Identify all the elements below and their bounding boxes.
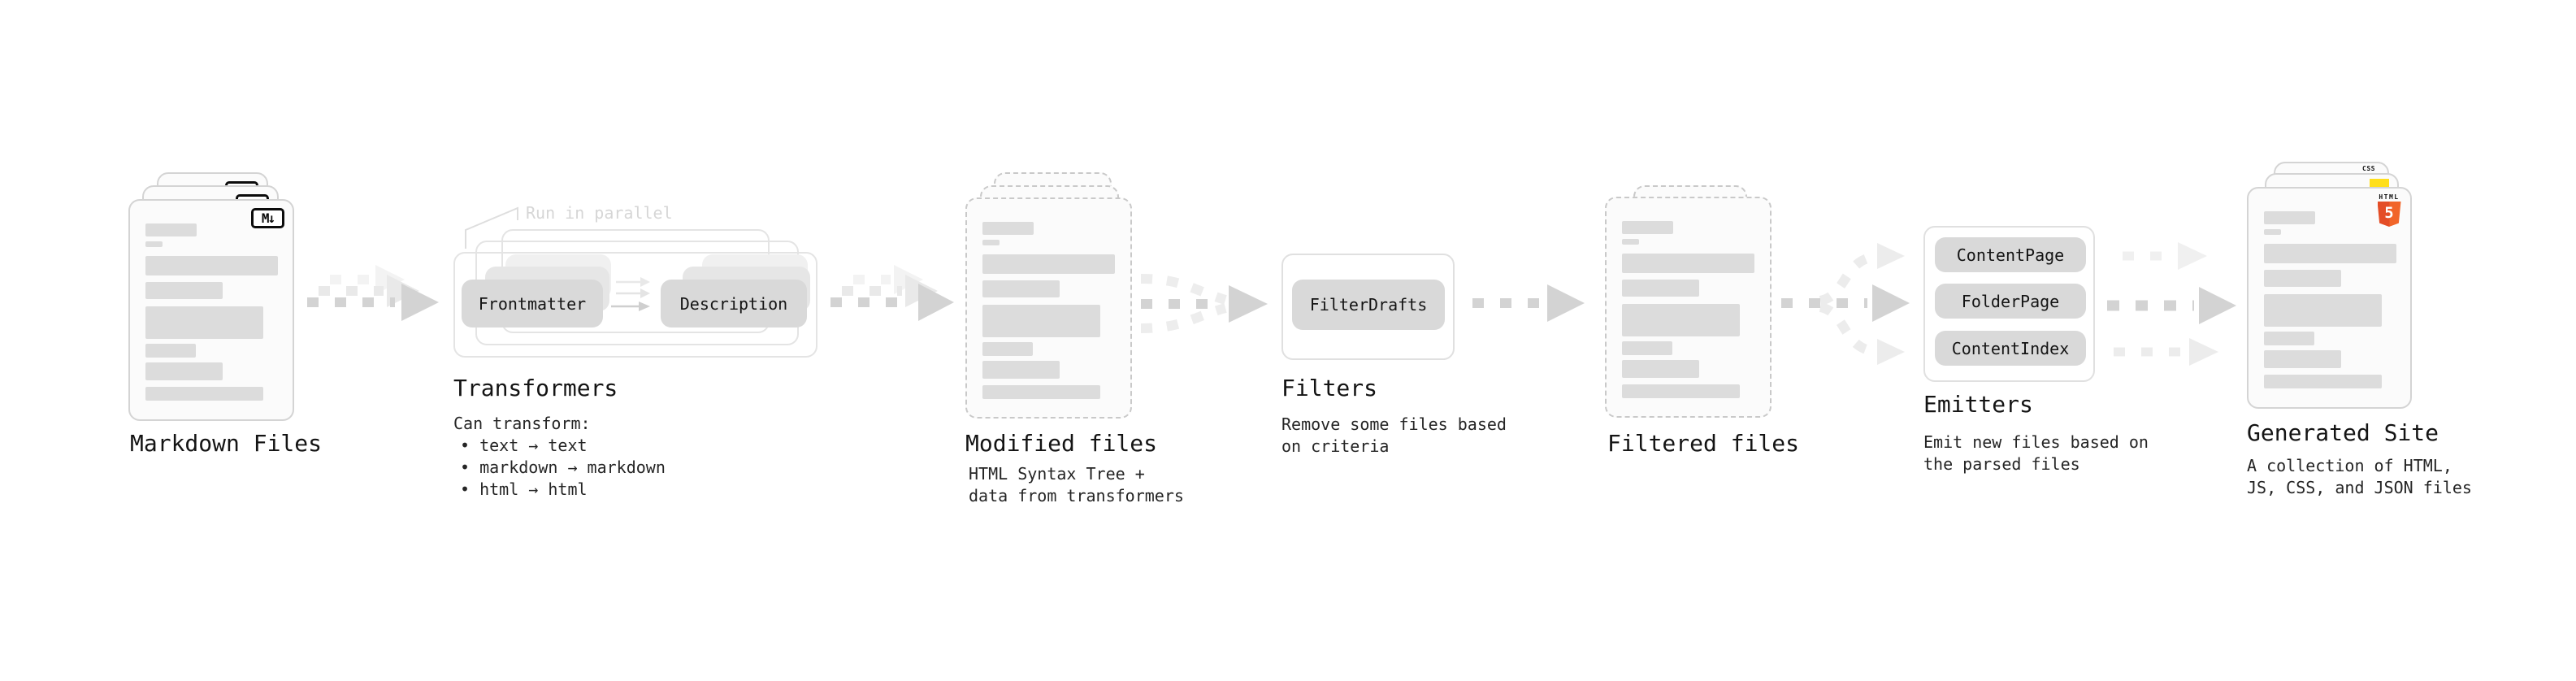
filters-caption: on criteria [1281,436,1390,456]
skeleton-bar [2264,270,2341,287]
skeleton-bar [2264,244,2396,263]
run-in-parallel-note: Run in parallel [526,203,673,223]
skeleton-bar [2264,375,2382,388]
skeleton-bar [1622,384,1740,398]
skeleton-bar [145,256,278,275]
skeleton-bar [145,362,223,380]
generated-site-caption: A collection of HTML, [2247,456,2452,475]
transformers-bullet: • markdown → markdown [460,458,666,477]
html5-icon-shield: 5 [2377,202,2401,227]
skeleton-bar [2264,350,2341,368]
skeleton-bar [982,342,1033,356]
generated-site-caption: JS, CSS, and JSON files [2247,478,2472,497]
skeleton-bar [145,387,263,401]
folderpage-box: FolderPage [1935,284,2086,319]
contentpage-box: ContentPage [1935,237,2086,272]
transformers-bullet: • text → text [460,436,588,455]
transformer-panel-front [453,252,817,358]
doc-skeleton [982,222,1115,399]
markdown-files-label: Markdown Files [130,430,323,457]
skeleton-bar [1622,254,1754,273]
skeleton-bar [982,385,1100,399]
doc-skeleton [2264,211,2396,388]
skeleton-bar [1622,280,1699,297]
skeleton-bar [2264,211,2315,224]
skeleton-bar [982,361,1060,379]
skeleton-bar [145,306,263,339]
skeleton-bar [982,254,1115,274]
filterdrafts-box: FilterDrafts [1292,280,1445,330]
skeleton-bar [982,240,1000,245]
skeleton-bar [2264,294,2382,327]
transformers-label: Transformers [453,375,618,401]
modified-files-label: Modified files [965,430,1158,457]
emitters-caption: the parsed files [1923,454,2080,474]
skeleton-bar [145,282,223,299]
contentindex-box: ContentIndex [1935,331,2086,366]
css-icon-word: CSS [2362,165,2375,172]
skeleton-bar [1622,239,1639,245]
filtered-files-label: Filtered files [1607,430,1800,457]
skeleton-bar [982,280,1060,297]
doc-skeleton [145,223,278,401]
markdown-doc-front: M↓ [128,199,294,421]
filters-caption: Remove some files based [1281,414,1507,434]
skeleton-bar [1622,304,1740,336]
site-doc-html: HTML 5 [2247,187,2412,409]
filters-label: Filters [1281,375,1378,401]
skeleton-bar [145,241,163,247]
skeleton-bar [145,223,197,236]
skeleton-bar [2264,332,2314,345]
doc-skeleton [1622,221,1754,398]
generated-site-label: Generated Site [2247,419,2439,446]
markdown-icon: M↓ [251,208,284,228]
filtered-doc-front [1605,197,1772,418]
transformers-bullet: • html → html [460,479,588,499]
html5-icon-word: HTML [2379,193,2400,201]
frontmatter-box: Frontmatter [462,280,603,327]
skeleton-bar [2264,229,2281,235]
transformers-caption-title: Can transform: [453,414,591,433]
modified-doc-front [965,197,1132,419]
skeleton-bar [982,305,1100,337]
skeleton-bar [1622,221,1673,234]
html5-icon: HTML 5 [2375,193,2403,227]
skeleton-bar [1622,360,1699,378]
emitters-caption: Emit new files based on [1923,432,2149,452]
skeleton-bar [982,222,1034,235]
emitters-label: Emitters [1923,391,2033,418]
modified-files-caption: HTML Syntax Tree + [969,464,1145,484]
description-box: Description [661,280,807,327]
skeleton-bar [145,344,196,358]
modified-files-caption: data from transformers [969,486,1184,505]
skeleton-bar [1622,341,1672,355]
